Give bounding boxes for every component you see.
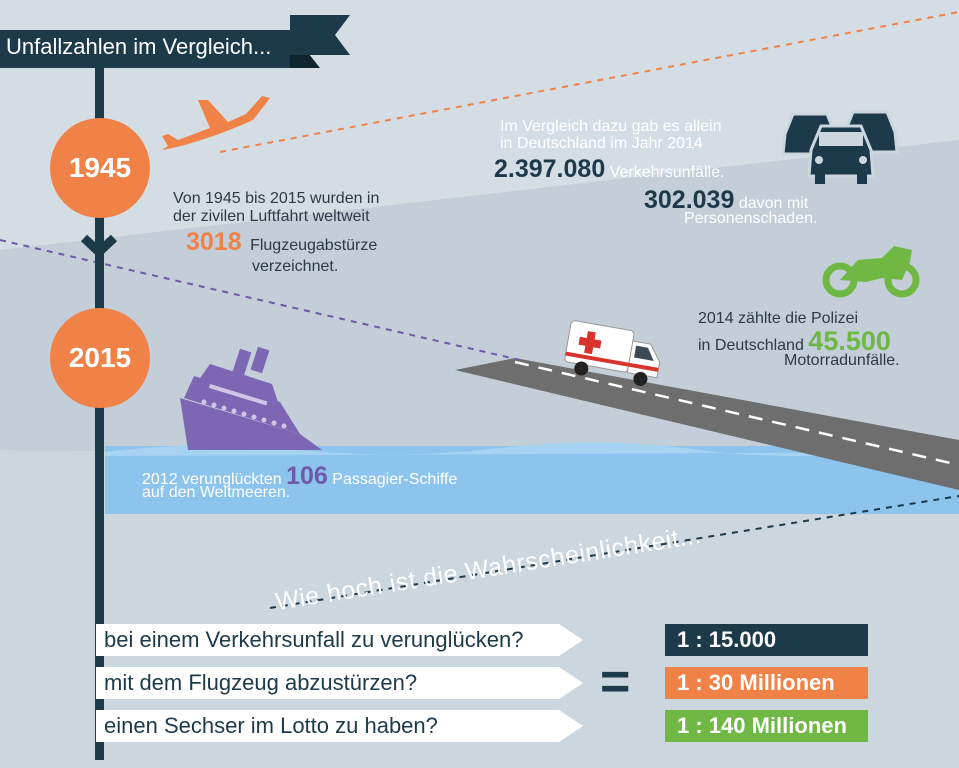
motorcycle-number: 45.500 — [808, 326, 891, 356]
ambulance-icon — [564, 320, 661, 386]
year-2015-circle: 2015 — [50, 308, 150, 408]
year-1945-circle: 1945 — [50, 118, 150, 218]
ships-line-2: auf den Weltmeeren. — [142, 484, 291, 501]
motorcycle-stat: in Deutschland 45.500 — [698, 326, 891, 357]
question-arrow-plane — [559, 667, 583, 699]
cars-icon — [781, 110, 899, 184]
ships-before: 2012 verunglückten — [142, 471, 282, 488]
traffic-line-1: Im Vergleich dazu gab es allein — [500, 118, 722, 135]
traffic-line-3: Personenschaden. — [684, 210, 818, 227]
answer-traffic: 1 : 15.000 — [665, 624, 868, 656]
question-arrow-lotto — [559, 710, 583, 742]
aviation-number: 3018 — [186, 228, 242, 256]
traffic-number-1: 2.397.080 — [494, 155, 606, 183]
page-title: Unfallzahlen im Vergleich... — [6, 34, 272, 59]
question-arrow-traffic — [559, 624, 583, 656]
aviation-text: Von 1945 bis 2015 wurden in der zivilen … — [173, 190, 379, 226]
aviation-line-2: der zivilen Luftfahrt weltweit — [173, 208, 370, 225]
motorcycle-line-2: in Deutschland — [698, 337, 804, 354]
equals-sign: = — [600, 653, 631, 711]
motorcycle-line-1: 2014 zählte die Polizei — [698, 310, 859, 327]
traffic-line-2: in Deutschland im Jahr 2014 — [500, 135, 703, 152]
aviation-line-4: verzeichnet. — [252, 258, 339, 275]
airplane-icon — [162, 96, 270, 150]
traffic-after-2: davon mit — [738, 195, 809, 212]
water-band — [105, 446, 959, 514]
aviation-line-1: Von 1945 bis 2015 wurden in — [173, 190, 380, 207]
aviation-stat: 3018 Flugzeugabstürze — [186, 228, 377, 257]
traffic-after-1: Verkehrsunfälle. — [609, 164, 725, 181]
motorcycle-icon — [822, 246, 920, 298]
road — [455, 358, 959, 490]
traffic-number-2: 302.039 — [644, 186, 735, 214]
motorcycle-line-3: Motorradunfälle. — [784, 352, 900, 369]
answer-lotto: 1 : 140 Millionen — [665, 710, 868, 742]
ship-icon — [180, 346, 322, 450]
question-lotto: einen Sechser im Lotto zu haben? — [96, 710, 559, 742]
ships-after: Passagier-Schiffe — [332, 471, 458, 488]
traffic-text: Im Vergleich dazu gab es allein in Deuts… — [500, 118, 721, 152]
question-traffic: bei einem Verkehrsunfall zu verunglücken… — [96, 624, 559, 656]
question-plane: mit dem Flugzeug abzustürzen? — [96, 667, 559, 699]
ships-number: 106 — [286, 462, 328, 490]
traffic-stat-2: 302.039 davon mit — [644, 186, 808, 215]
answer-plane: 1 : 30 Millionen — [665, 667, 868, 699]
ships-stat: 2012 verunglückten 106 Passagier-Schiffe — [142, 462, 457, 491]
traffic-stat-1: 2.397.080 Verkehrsunfälle. — [494, 155, 724, 184]
aviation-line-3: Flugzeugabstürze — [250, 237, 378, 254]
